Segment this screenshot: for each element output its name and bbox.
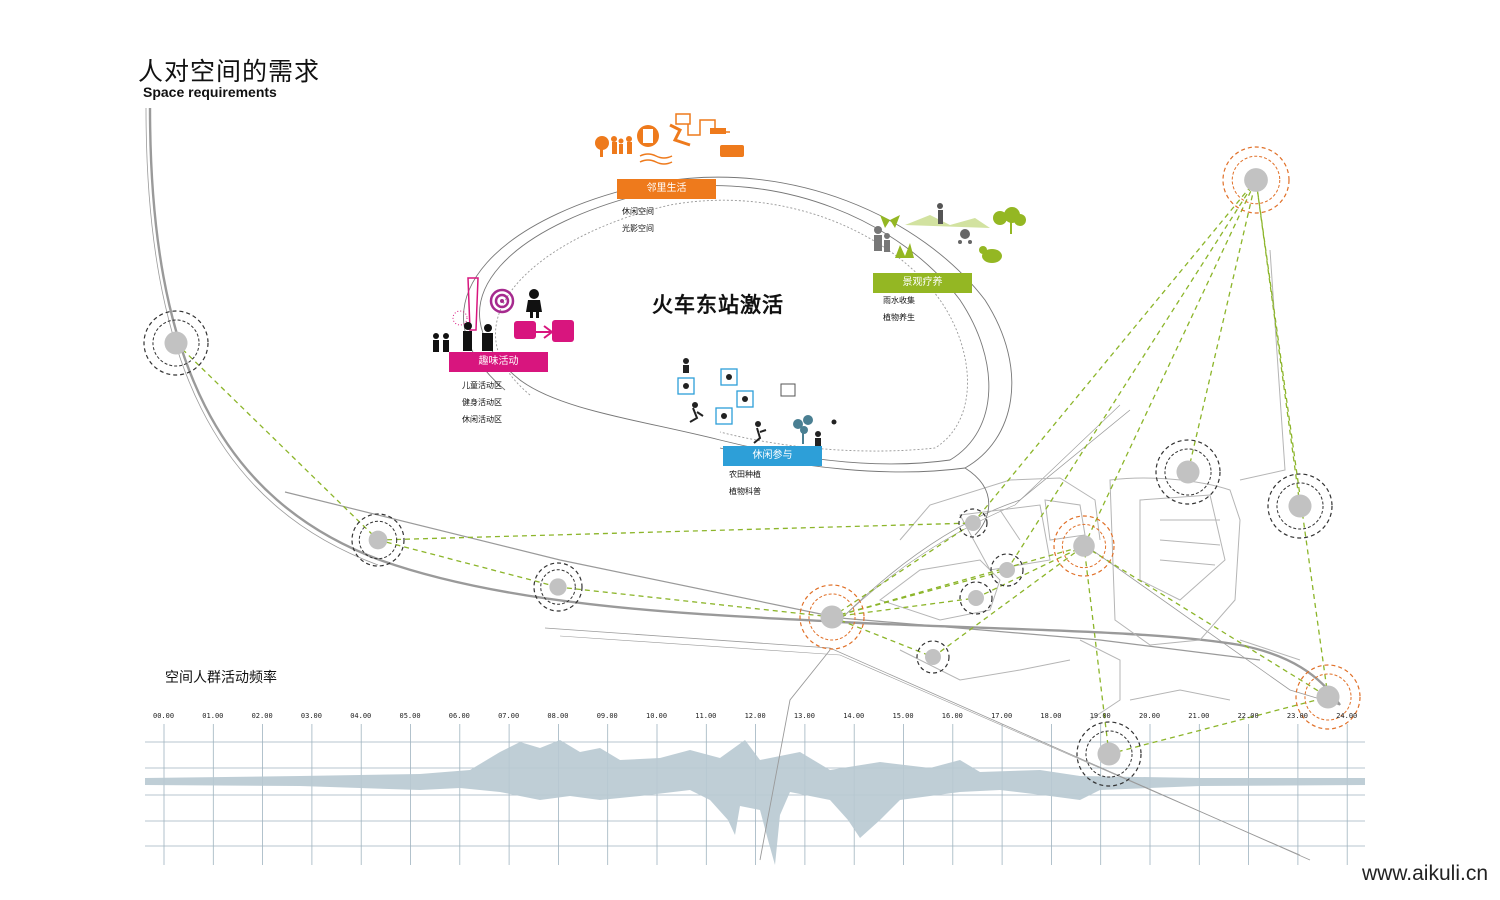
- hour-label: 01.00: [202, 712, 224, 720]
- activity-node: [533, 562, 583, 612]
- item-leisure-area: 休闲活动区: [462, 415, 502, 424]
- item-plant-science: 植物科普: [729, 487, 761, 496]
- hour-label: 24.00: [1336, 712, 1358, 720]
- hour-label: 17.00: [991, 712, 1013, 720]
- hour-label: 00.00: [153, 712, 175, 720]
- hour-label: 07.00: [498, 712, 520, 720]
- activity-node: [958, 508, 988, 538]
- page-title: 人对空间的需求: [138, 57, 321, 86]
- tag-fun-items: 儿童活动区 健身活动区 休闲活动区: [462, 377, 502, 428]
- tag-fun-activities: 趣味活动: [449, 352, 548, 372]
- item-fitness-area: 健身活动区: [462, 398, 502, 407]
- activity-loop: [463, 176, 1013, 536]
- watermark: www.aikuli.cn: [1361, 862, 1488, 885]
- tag-leisure-items: 农田种植 植物科普: [729, 466, 761, 500]
- hour-label: 13.00: [793, 712, 815, 720]
- hour-label: 18.00: [1040, 712, 1062, 720]
- hour-label: 22.00: [1237, 712, 1259, 720]
- tag-landscape-items: 雨水收集 植物养生: [883, 292, 915, 326]
- hour-label: 11.00: [695, 712, 717, 720]
- item-kids-area: 儿童活动区: [462, 381, 502, 390]
- activity-node: [1076, 721, 1142, 787]
- hour-label: 05.00: [399, 712, 421, 720]
- hour-label: 23.00: [1286, 712, 1308, 720]
- hour-label: 20.00: [1139, 712, 1161, 720]
- activity-wave: [145, 740, 1365, 865]
- hour-label: 08.00: [547, 712, 569, 720]
- leisure-icons: [677, 358, 837, 446]
- center-title: 火车东站激活: [652, 293, 784, 317]
- tag-neighborhood-items: 休闲空间 光影空间: [622, 203, 654, 237]
- activity-node: [990, 553, 1024, 587]
- hour-label: 10.00: [646, 712, 668, 720]
- item-leisure-space: 休闲空间: [622, 207, 654, 216]
- hour-label: 06.00: [448, 712, 470, 720]
- item-rainwater: 雨水收集: [883, 296, 915, 305]
- hour-label: 12.00: [744, 712, 766, 720]
- hour-label: 21.00: [1188, 712, 1210, 720]
- activity-node: [1155, 439, 1221, 505]
- activity-node: [799, 584, 865, 650]
- hour-label: 16.00: [941, 712, 963, 720]
- neighborhood-icons: [595, 113, 744, 165]
- frequency-title: 空间人群活动频率: [165, 670, 277, 686]
- hour-label: 15.00: [892, 712, 914, 720]
- activity-node: [351, 513, 405, 567]
- activity-node: [916, 640, 950, 674]
- fun-activity-icons: [433, 277, 574, 352]
- item-light-space: 光影空间: [622, 224, 654, 233]
- hour-label: 03.00: [300, 712, 322, 720]
- activity-nodes: [143, 146, 1361, 787]
- tag-leisure-participation: 休闲参与: [723, 446, 822, 466]
- hour-label: 14.00: [843, 712, 865, 720]
- activity-node: [1053, 515, 1115, 577]
- connection-links: [175, 179, 1329, 755]
- activity-node: [1222, 146, 1290, 214]
- item-farming: 农田种植: [729, 470, 761, 479]
- activity-node: [143, 310, 209, 376]
- hour-label: 04.00: [350, 712, 372, 720]
- page-subtitle: Space requirements: [143, 84, 277, 100]
- activity-node: [959, 581, 993, 615]
- landscape-icons: [874, 203, 1026, 263]
- hour-label: 09.00: [596, 712, 618, 720]
- item-plant-care: 植物养生: [883, 313, 915, 322]
- activity-node: [1295, 664, 1361, 730]
- tag-neighborhood-life: 邻里生活: [617, 179, 716, 199]
- hour-label: 02.00: [251, 712, 273, 720]
- tag-landscape-healing: 景观疗养: [873, 273, 972, 293]
- hour-label: 19.00: [1089, 712, 1111, 720]
- activity-node: [1267, 473, 1333, 539]
